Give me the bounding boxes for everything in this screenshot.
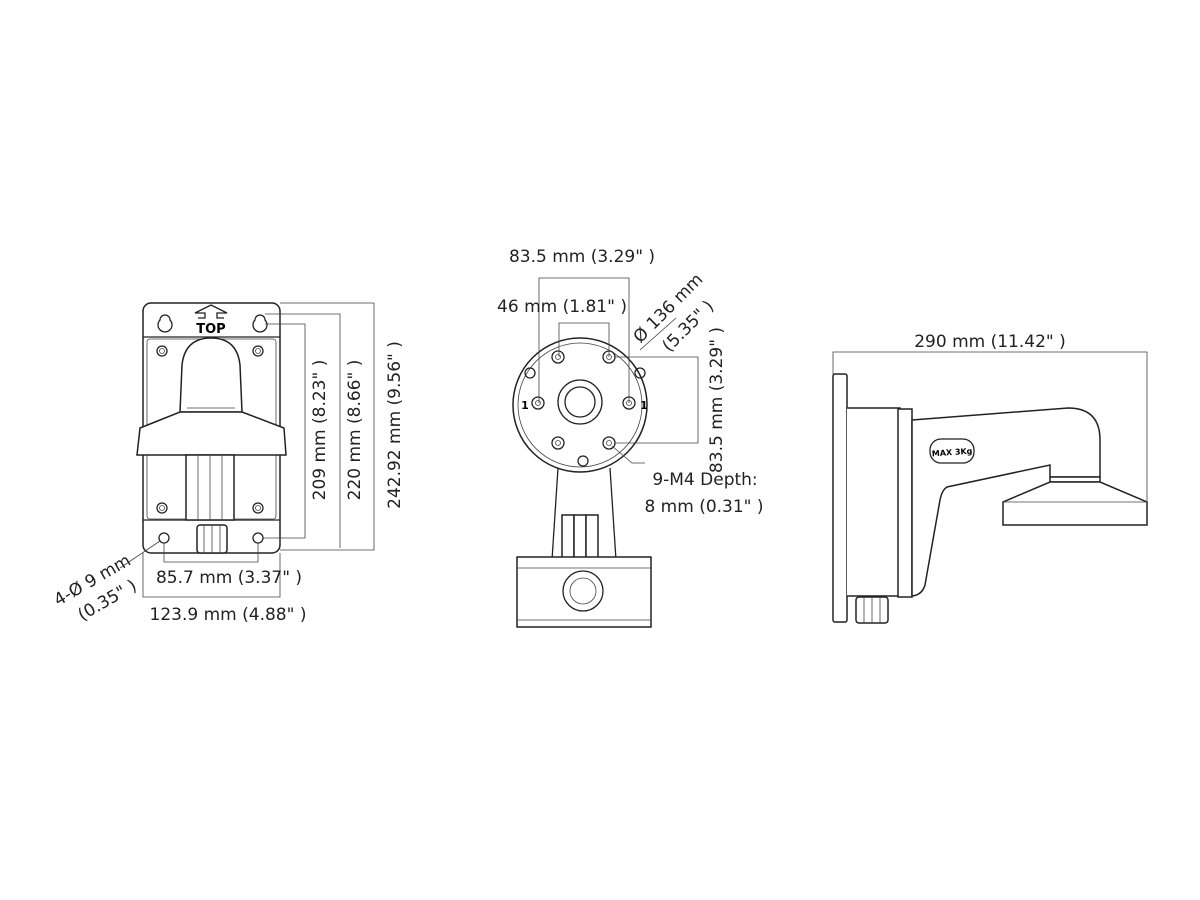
side-box	[897, 408, 913, 598]
dome-cap	[136, 411, 287, 456]
hole-label-left: 1	[521, 399, 529, 412]
thread-note-line2: 8 mm (0.31" )	[644, 497, 763, 517]
keyhole-left-icon	[157, 314, 173, 333]
dim-209: 209 mm (8.23" )	[310, 360, 330, 501]
conduit-gland	[562, 570, 604, 612]
side-dome-cap	[1002, 481, 1148, 526]
dim-242: 242.92 mm (9.56" )	[385, 341, 405, 509]
load-label: MAX 3Kg	[932, 447, 973, 459]
bottom-view: 1 1 83.5 mm (3.29" ) 46 mm (1.81" ) Ø 13…	[497, 247, 764, 628]
dim-46: 46 mm (1.81" )	[497, 297, 627, 317]
side-arm	[911, 407, 1101, 597]
dim-290: 290 mm (11.42" )	[914, 332, 1066, 352]
dim-83-5-top: 83.5 mm (3.29" )	[509, 247, 655, 267]
screws	[156, 345, 264, 514]
side-wall-plate	[832, 373, 848, 623]
dim-85-7: 85.7 mm (3.37" )	[156, 568, 302, 588]
side-view: MAX 3Kg 290 mm (11.42" )	[832, 332, 1148, 624]
load-badge	[929, 438, 975, 464]
hole-label-right: 1	[640, 399, 648, 412]
junction-box	[516, 556, 652, 628]
dim-220: 220 mm (8.66" )	[345, 360, 365, 501]
center-hub	[557, 379, 603, 425]
dim-123-9: 123.9 mm (4.88" )	[150, 605, 307, 625]
screw-holes	[524, 350, 646, 467]
thread-note-line1: 9-M4 Depth:	[652, 470, 757, 490]
dim-83-5-vertical: 83.5 mm (3.29" )	[707, 327, 727, 473]
up-arrow-icon	[194, 304, 228, 319]
front-view: TOP 209 mm (8.23" ) 220 mm (8.66" ) 242.…	[51, 302, 405, 625]
arm-dome	[179, 337, 243, 413]
top-label: TOP	[196, 322, 225, 337]
